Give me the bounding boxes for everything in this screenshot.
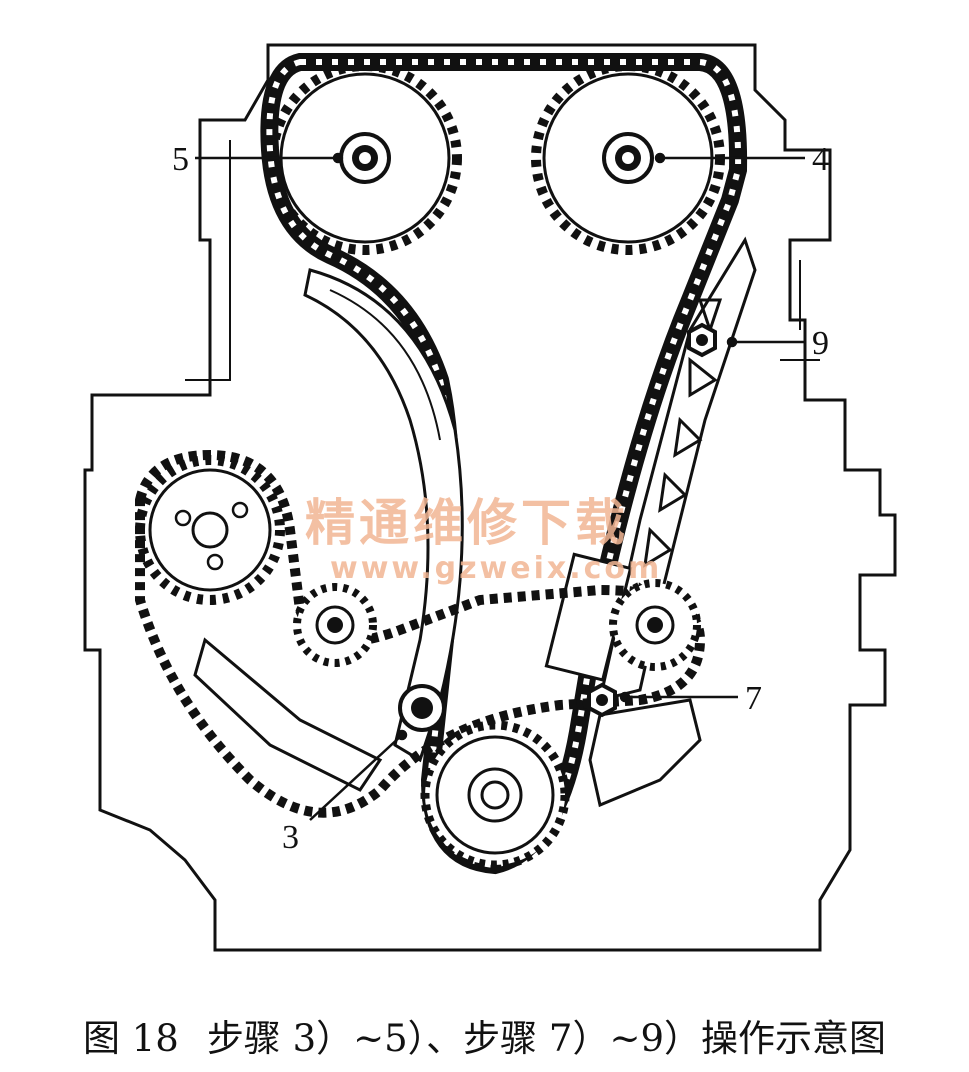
- balance-shaft-sprocket: [135, 455, 285, 605]
- exhaust-camshaft-sprocket: [531, 61, 725, 255]
- crankshaft-sprocket: [420, 720, 570, 870]
- watermark-text: 精通维修下载: [305, 494, 629, 552]
- tensioner-rail-pivot-bolt: [398, 684, 446, 732]
- callout-3: 3: [282, 819, 299, 856]
- guide-rail-bolt-upper: [687, 322, 717, 358]
- lower-right-guide: [588, 698, 702, 808]
- callout-5: 5: [172, 141, 189, 178]
- lower-left-guide: [193, 637, 383, 792]
- figure-caption: 图 18 步骤 3）~5）、步骤 7）~9）操作示意图: [0, 1008, 969, 1062]
- watermark-url: www.gzweix.com: [330, 551, 662, 586]
- callout-7: 7: [745, 680, 762, 717]
- auxiliary-chain: [135, 449, 706, 818]
- guide-rail-bolt-lower: [587, 682, 617, 718]
- figure-caption-text: 步骤 3）~5）、步骤 7）~9）操作示意图: [206, 1017, 887, 1060]
- idler-sprocket: [293, 583, 377, 667]
- callout-9: 9: [812, 325, 829, 362]
- callout-4: 4: [812, 141, 829, 178]
- oil-pump-sprocket: [609, 579, 701, 671]
- engine-block-outline: [83, 43, 897, 952]
- figure-number: 图 18: [82, 1017, 179, 1060]
- timing-chain-diagram: 精通维修下载 www.gzweix.com 5 4 9 7 3: [83, 43, 897, 952]
